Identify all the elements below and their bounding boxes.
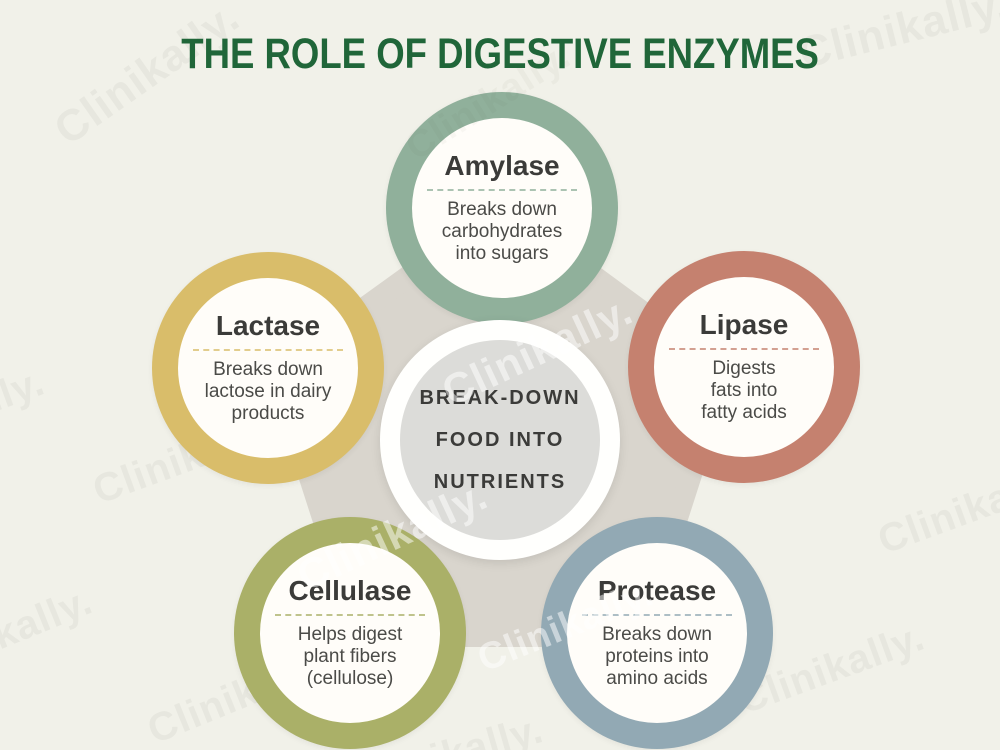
page-title: THE ROLE OF DIGESTIVE ENZYMES	[0, 30, 1000, 79]
enzyme-description: Breaks down proteins into amino acids	[602, 623, 712, 689]
dashed-divider	[193, 348, 343, 351]
enzyme-circle-inner: Cellulase Helps digest plant fibers (cel…	[260, 543, 440, 723]
enzyme-name: Amylase	[444, 150, 560, 182]
enzyme-name: Cellulase	[288, 575, 412, 607]
enzyme-description: Breaks down lactose in dairy products	[204, 358, 332, 424]
dashed-divider	[427, 188, 577, 191]
enzyme-name: Lipase	[699, 309, 789, 341]
enzyme-circle-lipase: Lipase Digests fats into fatty acids	[628, 251, 860, 483]
enzyme-circle-protease: Protease Breaks down proteins into amino…	[541, 517, 773, 749]
enzyme-name: Lactase	[215, 310, 321, 342]
enzyme-circle-lactase: Lactase Breaks down lactose in dairy pro…	[152, 252, 384, 484]
enzyme-circle-inner: Lipase Digests fats into fatty acids	[654, 277, 834, 457]
enzyme-circle-inner: Lactase Breaks down lactose in dairy pro…	[178, 278, 358, 458]
center-circle: BREAK-DOWN FOOD INTO NUTRIENTS	[380, 320, 620, 560]
enzyme-circle-amylase: Amylase Breaks down carbohydrates into s…	[386, 92, 618, 324]
enzyme-circle-inner: Protease Breaks down proteins into amino…	[567, 543, 747, 723]
dashed-divider	[275, 613, 425, 616]
enzyme-description: Helps digest plant fibers (cellulose)	[297, 623, 403, 689]
enzyme-circle-cellulase: Cellulase Helps digest plant fibers (cel…	[234, 517, 466, 749]
enzyme-circle-inner: Amylase Breaks down carbohydrates into s…	[412, 118, 592, 298]
enzyme-description: Breaks down carbohydrates into sugars	[441, 198, 563, 264]
dashed-divider	[582, 613, 732, 616]
enzyme-description: Digests fats into fatty acids	[701, 357, 787, 423]
center-label: BREAK-DOWN FOOD INTO NUTRIENTS	[419, 387, 581, 493]
dashed-divider	[669, 347, 819, 350]
center-circle-inner: BREAK-DOWN FOOD INTO NUTRIENTS	[400, 340, 600, 540]
enzyme-name: Protease	[597, 575, 717, 607]
page-title-text: THE ROLE OF DIGESTIVE ENZYMES	[181, 30, 819, 78]
